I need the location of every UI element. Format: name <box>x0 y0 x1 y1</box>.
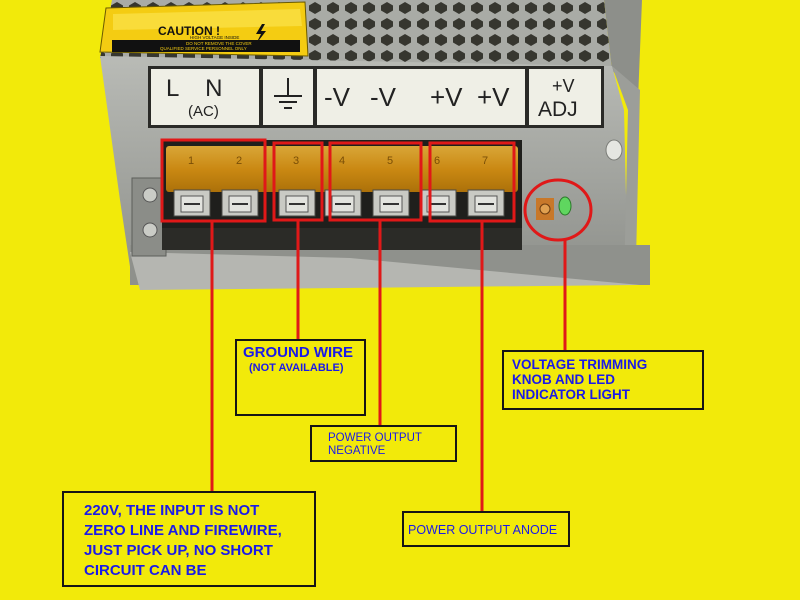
caution-sticker: CAUTION ! HIGH VOLTAGE INSIDE DO NOT REM… <box>99 1 309 57</box>
annotation-input-line-2: ZERO LINE AND FIREWIRE, <box>84 522 282 539</box>
label-ac: (AC) <box>188 103 219 120</box>
terminal-screw <box>221 189 259 217</box>
annotation-input-line-4: CIRCUIT CAN BE <box>84 562 207 579</box>
label-positive-1: +V <box>430 82 463 112</box>
terminal-number: 4 <box>339 155 345 167</box>
label-adjust-top: +V <box>552 76 575 96</box>
highlight-adjust-knob <box>523 178 593 242</box>
annotation-input-line-1: 220V, THE INPUT IS NOT <box>84 502 260 519</box>
terminal-label-strip: L N (AC) -V -V +V +V +V ADJ <box>148 66 604 128</box>
label-negative-1: -V <box>324 82 351 112</box>
annotation-voltage-line-2: KNOB AND LED <box>512 372 615 388</box>
adjust-knob-and-led <box>536 196 572 220</box>
terminal-screw <box>372 189 410 217</box>
terminal-number: 3 <box>293 155 299 167</box>
terminal-number: 1 <box>188 155 194 167</box>
label-line-neutral: L N <box>166 75 222 102</box>
chassis-mounting-hole <box>605 139 623 161</box>
label-adjust-bottom: ADJ <box>538 98 578 121</box>
annotation-voltage-line-1: VOLTAGE TRIMMING <box>512 357 648 372</box>
terminal-number: 6 <box>434 155 440 167</box>
annotation-input-line-3: JUST PICK UP, NO SHORT <box>84 542 273 559</box>
annotation-ground-wire: GROUND WIRE (NOT AVAILABLE) <box>235 339 366 416</box>
annotation-voltage-trimming: VOLTAGE TRIMMING KNOB AND LED INDICATOR … <box>502 350 704 410</box>
amber-terminal-cover <box>166 146 518 192</box>
terminal-screw <box>173 189 211 217</box>
leader-lines <box>210 220 567 511</box>
terminal-screw <box>278 189 316 217</box>
terminal-numbers: 1 2 3 4 5 6 7 <box>188 155 488 167</box>
caution-heading: CAUTION ! <box>158 24 220 38</box>
terminal-number: 5 <box>387 155 393 167</box>
annotation-negative-line-2: NEGATIVE <box>328 444 386 457</box>
terminal-number: 7 <box>482 155 488 167</box>
label-positive-2: +V <box>477 82 510 112</box>
caution-text-line-1: HIGH VOLTAGE INSIDE <box>190 35 239 40</box>
highlight-positive-terminals <box>428 141 516 223</box>
annotation-ground-subtitle: (NOT AVAILABLE) <box>249 361 344 374</box>
annotation-power-output-negative: POWER OUTPUT NEGATIVE <box>310 425 457 462</box>
led-indicator <box>558 196 572 216</box>
caution-text-line-3: QUALIFIED SERVICE PERSONNEL ONLY <box>160 46 247 51</box>
terminal-screw <box>419 189 457 217</box>
annotation-input-220v: 220V, THE INPUT IS NOT ZERO LINE AND FIR… <box>62 491 316 587</box>
ground-symbol-icon <box>274 78 302 109</box>
annotation-voltage-line-3: INDICATOR LIGHT <box>512 387 630 403</box>
annotation-anode-text: POWER OUTPUT ANODE <box>408 523 558 537</box>
label-negative-2: -V <box>370 82 397 112</box>
caution-text-line-2: DO NOT REMOVE THE COVER <box>186 41 252 46</box>
annotation-negative-line-1: POWER OUTPUT <box>328 432 422 444</box>
terminal-screws <box>173 189 505 217</box>
terminal-screw <box>467 189 505 217</box>
annotation-ground-title: GROUND WIRE <box>243 344 353 361</box>
lightning-icon <box>256 24 266 44</box>
highlight-negative-terminals <box>328 141 423 222</box>
terminal-number: 2 <box>236 155 242 167</box>
terminal-block: 1 2 3 4 5 6 7 <box>162 140 522 250</box>
annotation-power-output-anode: POWER OUTPUT ANODE <box>402 511 570 547</box>
